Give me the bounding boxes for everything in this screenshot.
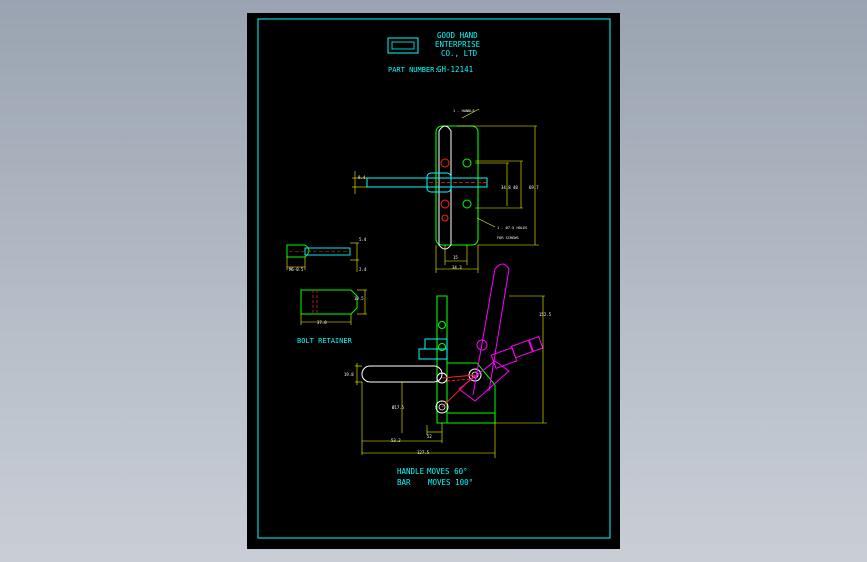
side-dim-17-5: Ø17.5: [392, 405, 405, 410]
mounting-holes: [440, 158, 472, 222]
retainer-dim-2-4: 2.4: [359, 267, 367, 272]
retainer-dim-37-8: 37.8: [317, 320, 327, 325]
callout-handle: 1 - HANDLE: [453, 109, 475, 113]
note-bar-text: MOVES 100°: [428, 478, 473, 487]
note-handle-text: MOVES 60°: [427, 467, 468, 476]
retainer-dim-5-4: 5.4: [359, 237, 367, 242]
base-plate: [435, 125, 479, 246]
side-dim-152-5: 152.5: [539, 312, 552, 317]
dim-left: 9.4: [358, 175, 366, 180]
bolt-retainer-top: M6-0.5 5.4 2.4: [286, 237, 367, 272]
side-dim-19-8: 19.8: [344, 372, 354, 377]
side-dim-52: 52: [427, 434, 432, 439]
note-handle-label: HANDLE: [397, 467, 425, 476]
dim-34-3: 34.3: [452, 265, 462, 270]
part-number-label: PART NUMBER:: [388, 66, 439, 74]
sheet-border: [257, 18, 611, 539]
callout-holes-sub: FOR SCREWS: [497, 236, 519, 240]
side-dim-53-2: 53.2: [391, 438, 401, 443]
pivot-pins: [435, 321, 488, 414]
bolt-retainer-label: BOLT RETAINER: [297, 337, 353, 345]
motion-notes: HANDLE MOVES 60° BAR MOVES 100°: [397, 467, 473, 487]
callout-holes: 1 - Ø7.5 HOLES: [497, 225, 527, 230]
company-logo: [387, 37, 419, 54]
side-view: 152.5 19.8 Ø17.5 52 53.2 127.5: [344, 263, 552, 458]
drawing-canvas: GOOD HAND ENTERPRISE CO., LTD PART NUMBE…: [257, 18, 611, 539]
drawing-sheet: GOOD HAND ENTERPRISE CO., LTD PART NUMBE…: [247, 13, 620, 549]
dim-48: 48: [513, 185, 518, 190]
company-line1: GOOD HAND: [437, 31, 478, 40]
side-plunger: [361, 365, 443, 383]
side-dim-127-5: 127.5: [417, 450, 430, 455]
dim-15: 15: [453, 255, 458, 260]
handle-open-position: [458, 263, 544, 402]
note-bar-label: BAR: [397, 478, 411, 487]
retainer-dim-m6: M6-0.5: [289, 267, 304, 272]
handle-outline: [438, 125, 452, 250]
dim-34-8: 34.8: [501, 185, 511, 190]
part-number: GH-12141: [437, 65, 473, 74]
company-line2: ENTERPRISE: [435, 40, 481, 49]
bolt-retainer-side: 37.8 10.5 BOLT RETAINER: [297, 289, 367, 345]
company-line3: CO., LTD: [441, 49, 478, 58]
dim-69-7: 69.7: [529, 185, 539, 190]
title-block: GOOD HAND ENTERPRISE CO., LTD PART NUMBE…: [387, 31, 481, 74]
retainer-dim-10-5: 10.5: [354, 296, 364, 301]
top-view: 1 - HANDLE 1 - Ø7.5 HOLES FOR SCREWS 34.…: [352, 108, 539, 273]
